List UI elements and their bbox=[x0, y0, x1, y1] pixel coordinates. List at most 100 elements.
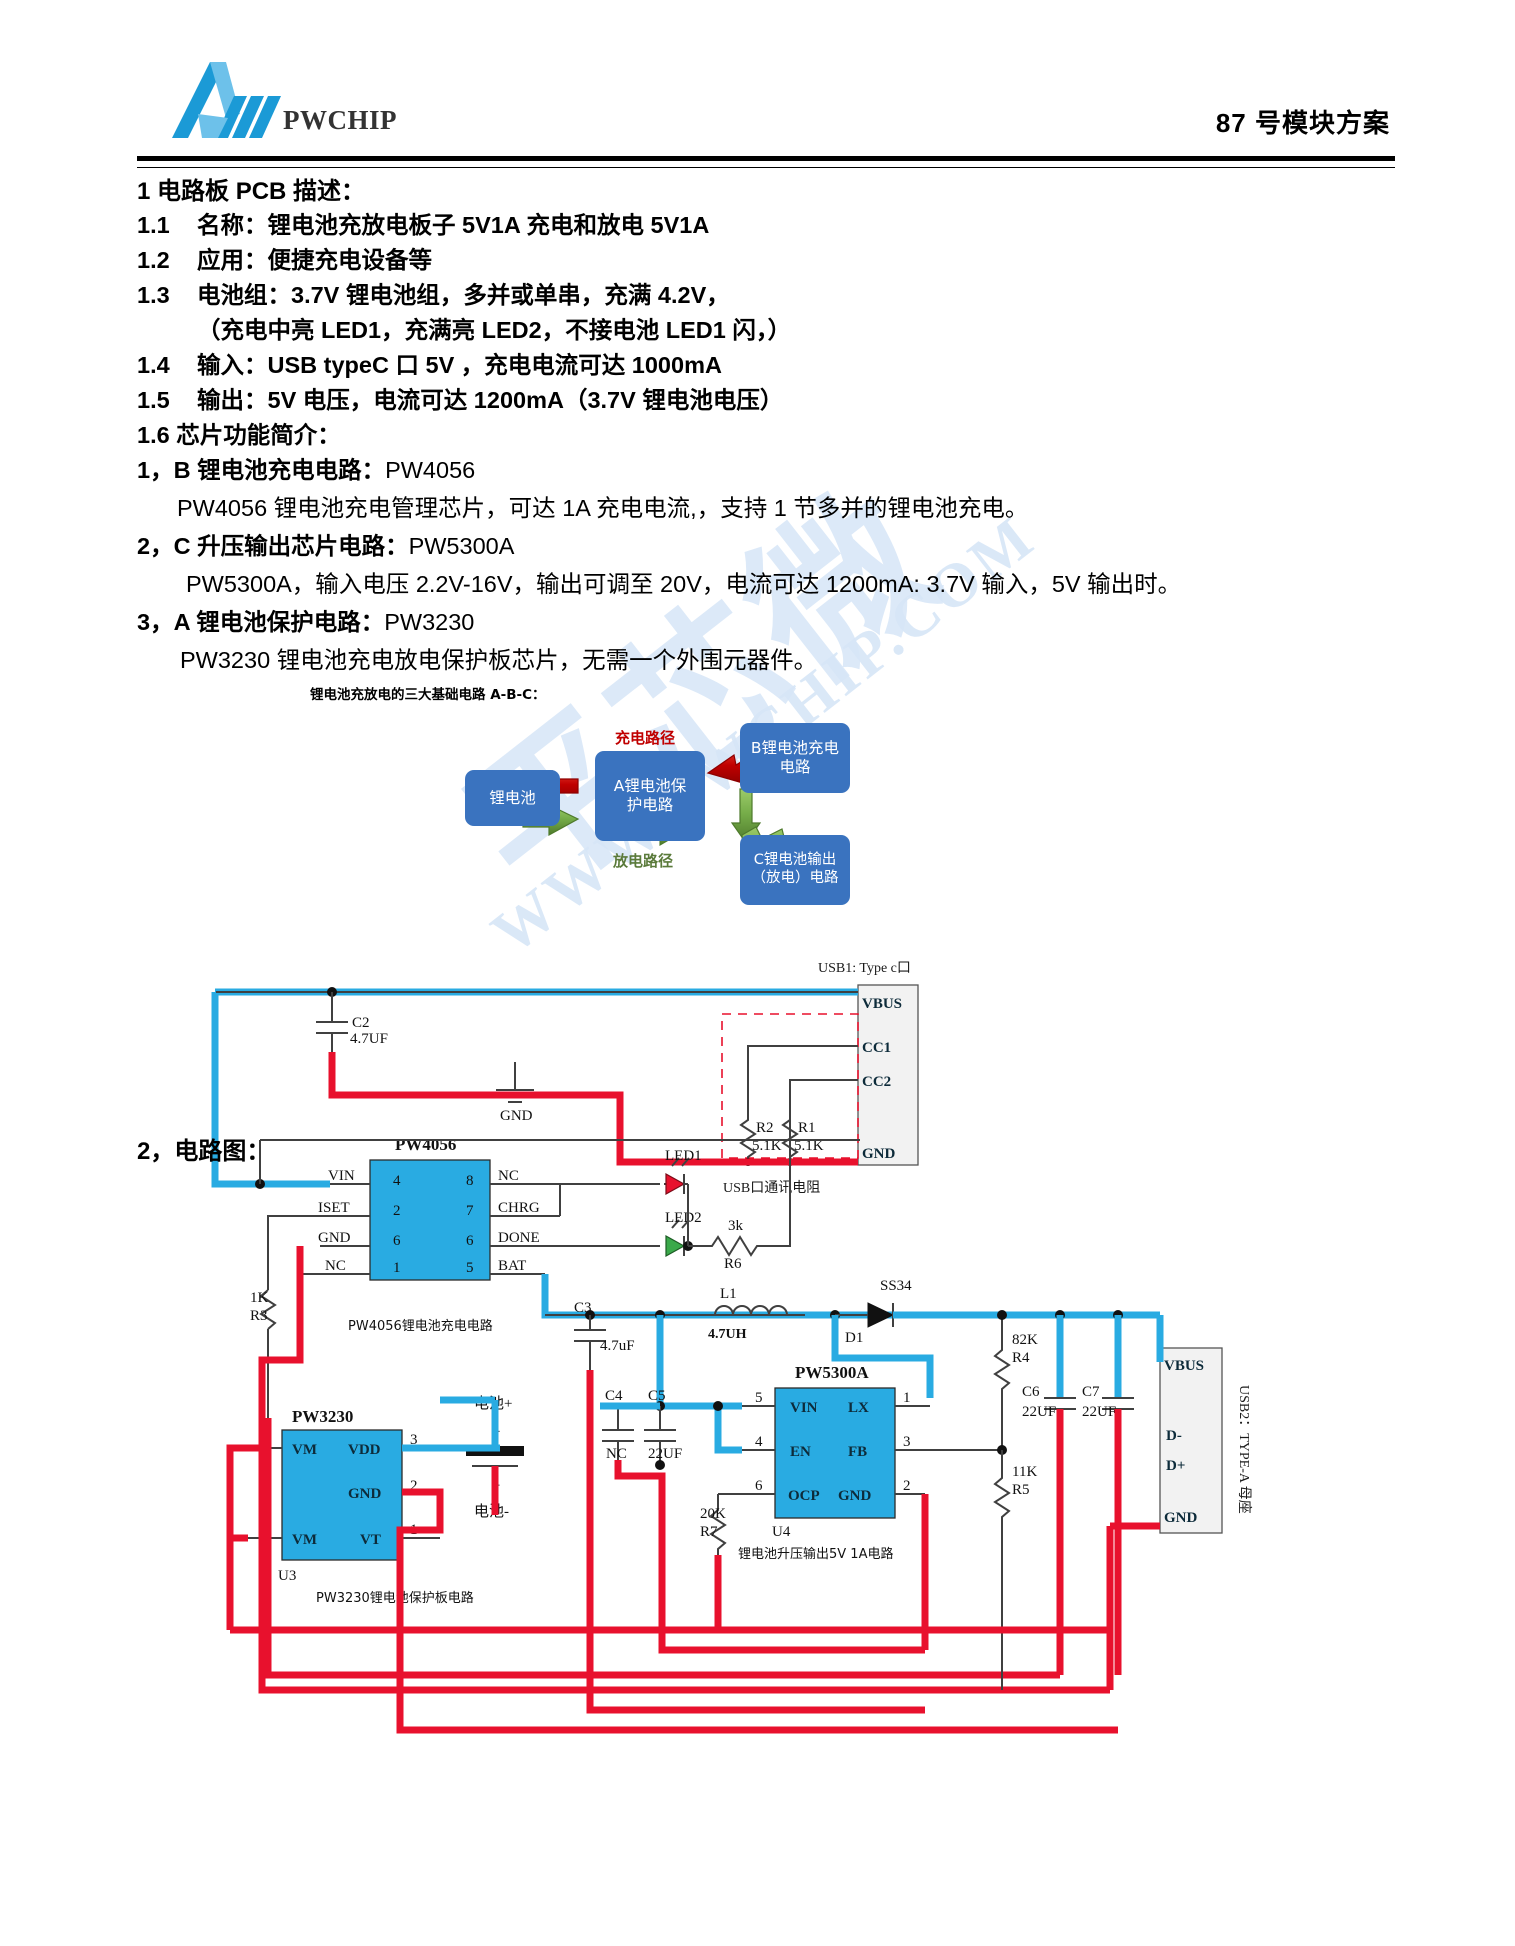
u3-pin-vdd: VDD bbox=[348, 1442, 381, 1458]
led2-label: LED2 bbox=[665, 1210, 702, 1226]
block-protect-circuit[interactable]: A锂电池保 护电路 bbox=[595, 751, 705, 841]
line-1-3-cont: （充电中亮 LED1，充满亮 LED2，不接电池 LED1 闪，） bbox=[197, 317, 792, 343]
c4-ref: C4 bbox=[605, 1388, 623, 1404]
u3-name: PW3230 bbox=[292, 1407, 353, 1426]
svg-text:2: 2 bbox=[393, 1203, 401, 1219]
u3-designator: U3 bbox=[278, 1568, 296, 1584]
u3-gnd-red bbox=[396, 1488, 444, 1590]
svg-text:2: 2 bbox=[903, 1478, 911, 1494]
line-1-6: 1.6 芯片功能简介： bbox=[137, 422, 341, 448]
c6-ref: C6 bbox=[1022, 1384, 1040, 1400]
block-battery[interactable]: 锂电池 bbox=[465, 770, 560, 826]
gnd-bus-red-3 bbox=[264, 1418, 1060, 1679]
c7-value: 22UF bbox=[1082, 1404, 1116, 1420]
u1-pin-done: DONE bbox=[498, 1230, 540, 1246]
chip-item-2: 2，C 升压输出芯片电路：PW5300A bbox=[137, 533, 514, 559]
u4-pin-vin: VIN bbox=[790, 1400, 818, 1416]
u3-pin-vm2: VM bbox=[292, 1532, 317, 1548]
chip-item-3-part: PW3230 bbox=[384, 609, 475, 635]
chip-item-3-title: A 锂电池保护电路： bbox=[173, 609, 385, 635]
usb1-pin-gnd: GND bbox=[862, 1146, 896, 1162]
svg-text:3: 3 bbox=[903, 1434, 911, 1450]
line-1-5-text: 输出：5V 电压，电流可达 1200mA（3.7V 锂电池电压） bbox=[197, 387, 784, 413]
u4-caption: 锂电池升压输出5V 1A电路 bbox=[738, 1546, 893, 1562]
label-charge-path: 充电路径 bbox=[615, 729, 676, 747]
svg-text:2: 2 bbox=[410, 1478, 418, 1494]
u4-name: PW5300A bbox=[795, 1363, 869, 1382]
block-charge-circuit[interactable]: B锂电池充电 电路 bbox=[740, 723, 850, 793]
line-1-6-text: 芯片功能简介： bbox=[176, 422, 341, 448]
r1-value: 5.1K bbox=[794, 1138, 824, 1154]
block-output-circuit[interactable]: C锂电池输出 （放电）电路 bbox=[740, 835, 850, 905]
u3-pin-gnd: GND bbox=[348, 1486, 382, 1502]
u3-chip-body bbox=[281, 1429, 403, 1561]
chip-item-1: 1，B 锂电池充电电路：PW4056 bbox=[137, 457, 476, 483]
circuit-schematic: .w{stroke:#404040;stroke-width:2;fill:no… bbox=[0, 930, 1515, 1946]
svg-text:6: 6 bbox=[755, 1478, 763, 1494]
gnd-label-top: GND bbox=[500, 1108, 533, 1124]
r5-ref: R5 bbox=[1012, 1482, 1030, 1498]
u3-vm-red bbox=[226, 1430, 266, 1630]
heading-1: 1 电路板 PCB 描述： bbox=[137, 180, 365, 204]
heading-1-num: 1 bbox=[137, 178, 151, 205]
line-1-3-text: 电池组：3.7V 锂电池组，多并或单串，充满 4.2V， bbox=[197, 282, 730, 308]
usb1-pin-cc1: CC1 bbox=[862, 1040, 891, 1056]
battery-pos-blue bbox=[440, 1396, 499, 1446]
svg-text:8: 8 bbox=[466, 1173, 474, 1189]
d1-symbol bbox=[867, 1302, 895, 1328]
c4-c5-gnd-red bbox=[614, 1460, 666, 1550]
block-diagram-caption: 锂电池充放电的三大基础电路 A-B-C： bbox=[310, 687, 546, 703]
u4-pin-lx: LX bbox=[848, 1400, 869, 1416]
gnd-rail-red-top bbox=[328, 1052, 858, 1166]
u3-pin-vm1: VM bbox=[292, 1442, 317, 1458]
u1-name: PW4056 bbox=[395, 1135, 456, 1154]
usb2-title: USB2：TYPE-A 母座 bbox=[1236, 1385, 1252, 1514]
pwchip-logo-icon bbox=[168, 58, 368, 140]
r7-ref: R7 bbox=[700, 1524, 718, 1540]
l1-ref: L1 bbox=[720, 1286, 737, 1302]
usb1-title: USB1: Type c口 bbox=[818, 961, 911, 976]
u4-pin-en: EN bbox=[790, 1444, 811, 1460]
svg-text:3: 3 bbox=[410, 1432, 418, 1448]
usb1-note: USB口通讯电阻 bbox=[723, 1180, 820, 1196]
r6-ref: R6 bbox=[724, 1256, 742, 1272]
u1-pin-nc2: NC bbox=[498, 1168, 519, 1184]
u1-pin-vin: VIN bbox=[328, 1168, 355, 1184]
chip-item-2-title: C 升压输出芯片电路： bbox=[173, 533, 409, 559]
u4-designator: U4 bbox=[772, 1524, 791, 1540]
u1-pin-nc: NC bbox=[325, 1258, 346, 1274]
line-1-4-num: 1.4 bbox=[137, 352, 170, 378]
r3-value: 1K bbox=[250, 1290, 269, 1306]
logo-wordmark: PWCHIP bbox=[283, 105, 397, 135]
u1-pin-gnd: GND bbox=[318, 1230, 351, 1246]
heading-section-2: 2，电路图： bbox=[137, 1138, 271, 1165]
chip-item-2-num: 2， bbox=[137, 533, 174, 559]
gnd-bus-red-2 bbox=[258, 1430, 1110, 1694]
gnd-bus-red-4 bbox=[586, 1550, 925, 1714]
header-rule-thick bbox=[137, 156, 1395, 161]
chip-item-1-num: 1， bbox=[137, 457, 174, 483]
u3-caption: PW3230锂电池保护板电路 bbox=[316, 1590, 474, 1606]
label-discharge-path: 放电路径 bbox=[613, 852, 674, 870]
c3-value: 4.7uF bbox=[600, 1338, 635, 1354]
chip-desc-2: PW5300A，输入电压 2.2V-16V，输出可调至 20V，电流可达 120… bbox=[186, 571, 1182, 597]
chip-item-1-part: PW4056 bbox=[385, 457, 476, 483]
u4-chip-body bbox=[774, 1387, 896, 1519]
u4-en-blue bbox=[714, 1406, 742, 1454]
svg-text:6: 6 bbox=[393, 1233, 401, 1249]
usb2-pin-dplus: D+ bbox=[1166, 1458, 1185, 1474]
r3-ref: R3 bbox=[250, 1308, 268, 1324]
svg-text:6: 6 bbox=[466, 1233, 474, 1249]
l1-value: 4.7UH bbox=[708, 1327, 747, 1342]
svg-text:4: 4 bbox=[393, 1173, 401, 1189]
r6-value: 3k bbox=[728, 1218, 744, 1234]
led1-label: LED1 bbox=[665, 1148, 702, 1164]
svg-text:7: 7 bbox=[466, 1203, 474, 1219]
u1-pin-bat: BAT bbox=[498, 1258, 526, 1274]
u1-vin-blue bbox=[211, 1178, 330, 1188]
header-rule-thin bbox=[137, 167, 1395, 168]
u1-caption: PW4056锂电池充电电路 bbox=[348, 1318, 493, 1334]
